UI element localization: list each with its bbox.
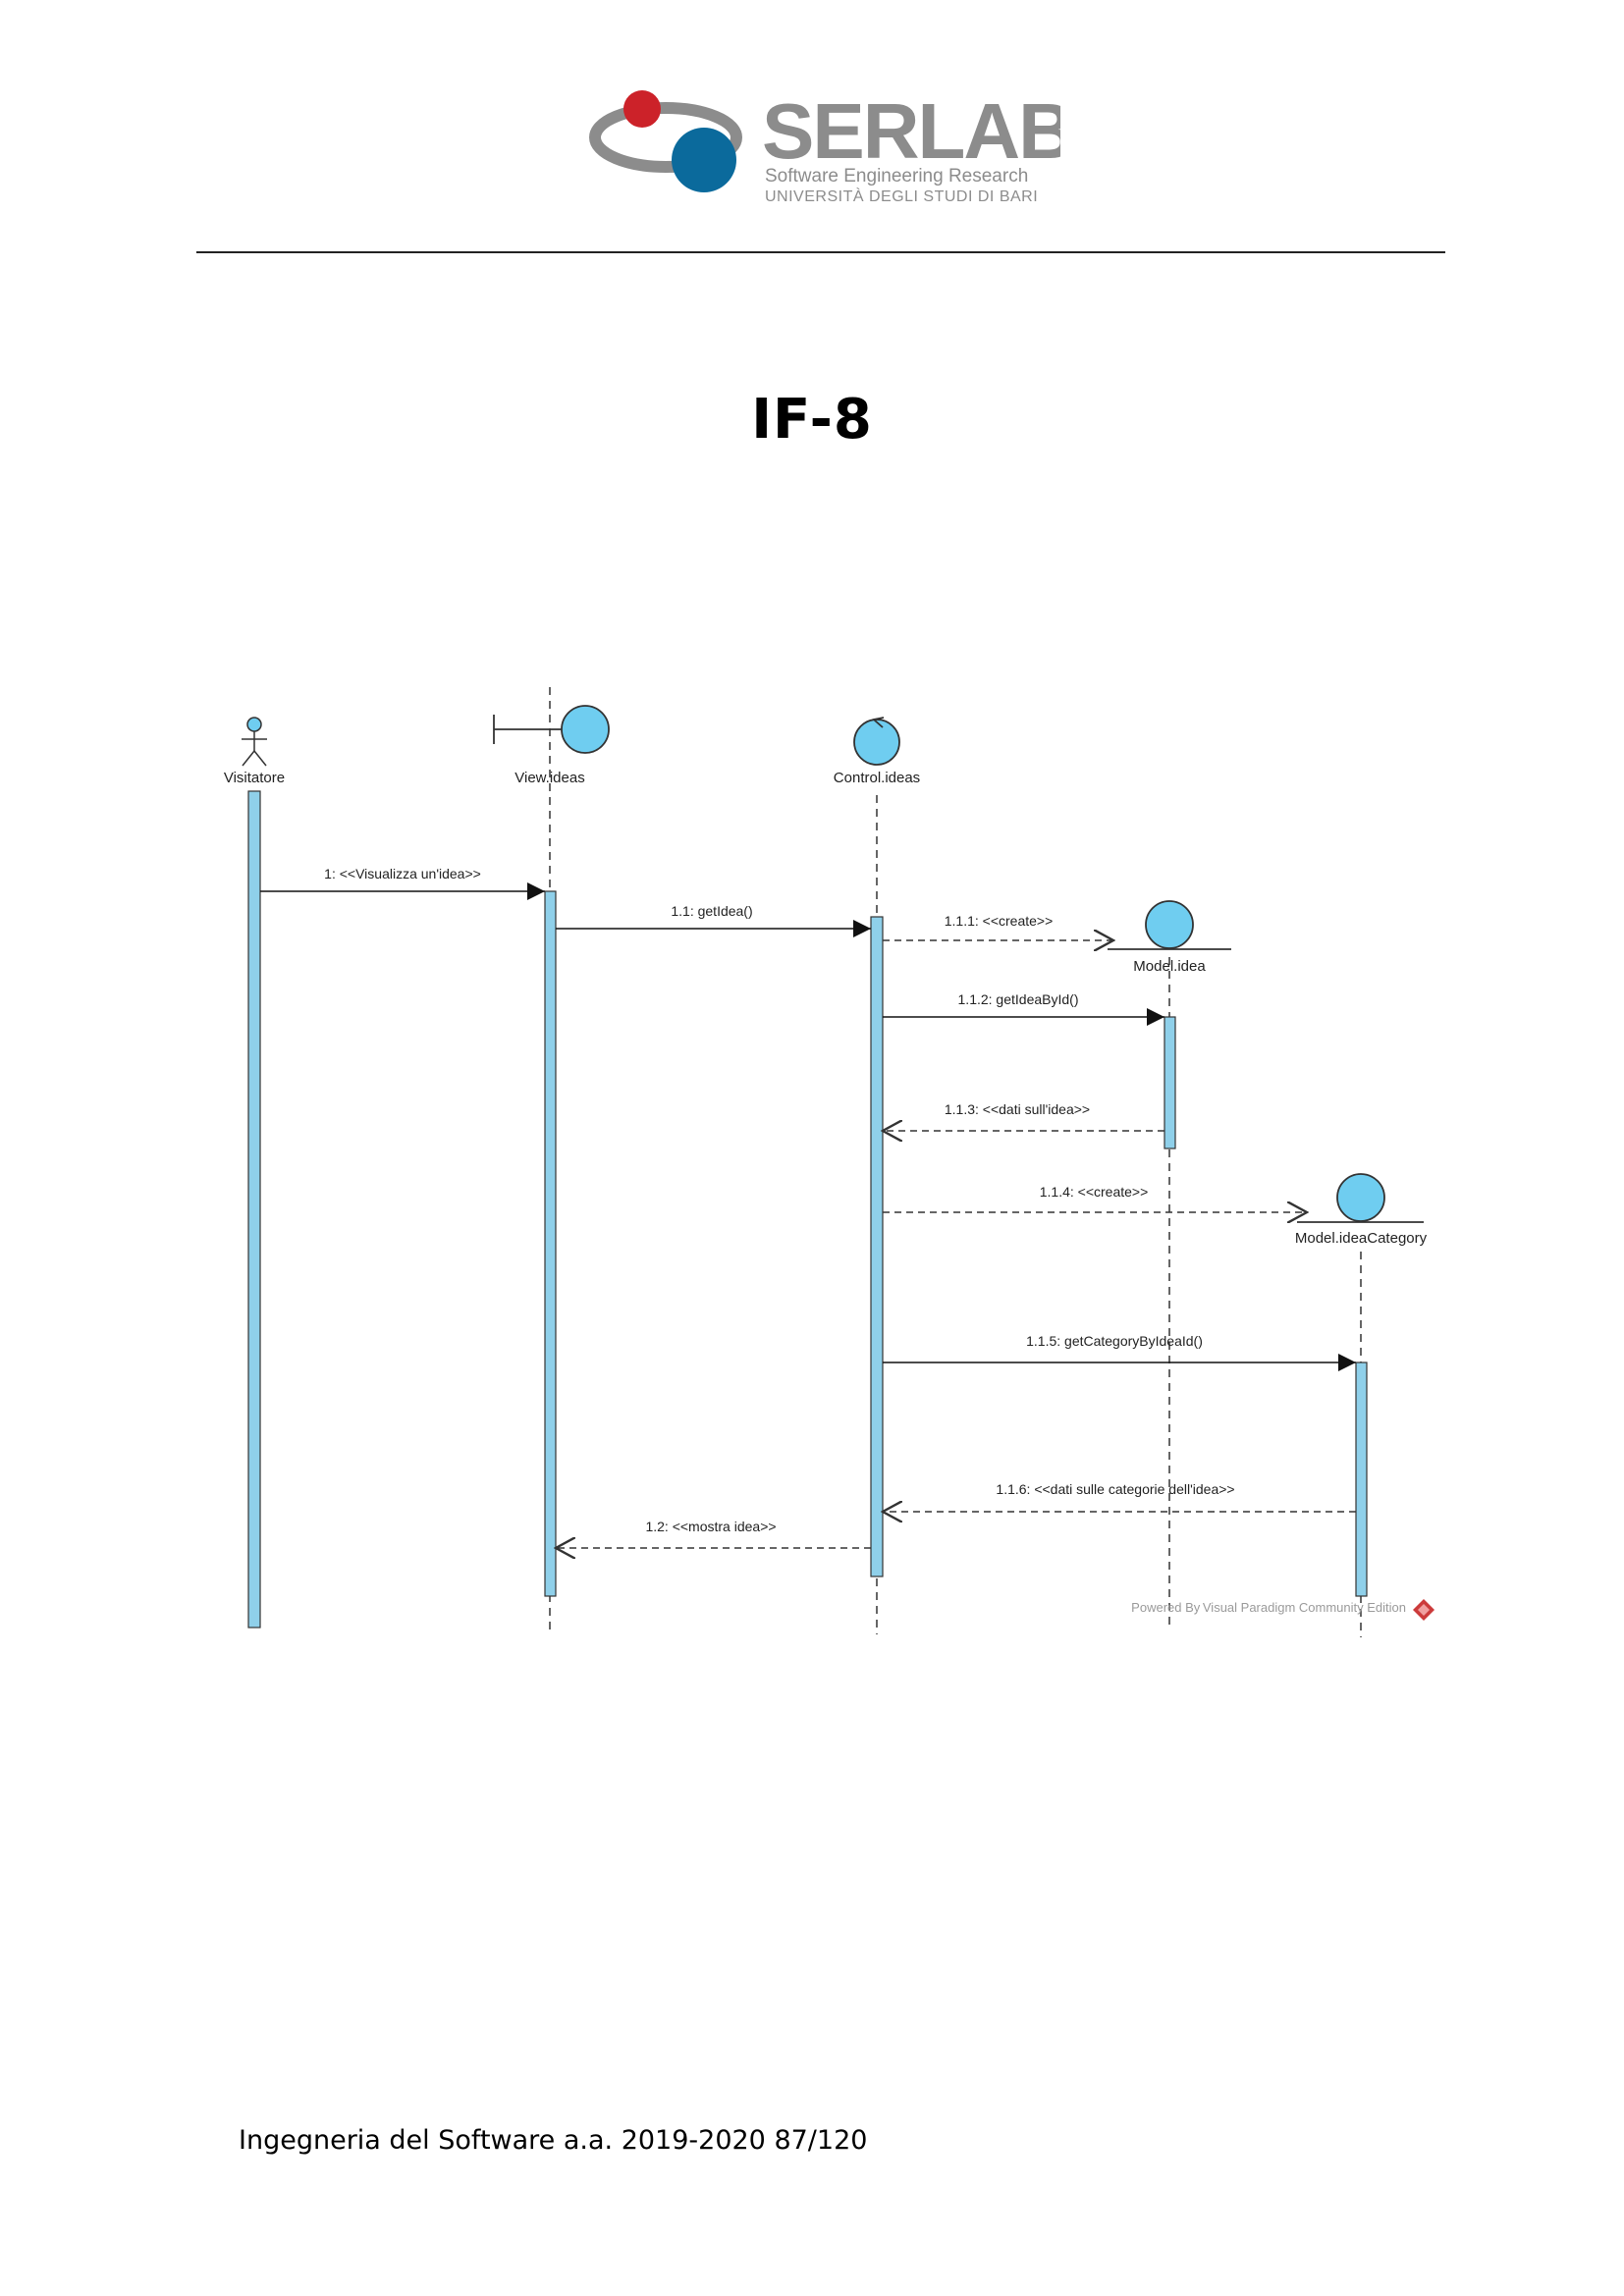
actor-leg-right <box>253 750 267 767</box>
boundary-circle <box>561 705 610 754</box>
actor-head <box>246 717 262 732</box>
entity-circle <box>1145 900 1194 949</box>
message-1-1-5-label: 1.1.5: getCategoryByIdeaId() <box>1026 1333 1203 1349</box>
serlab-logo: SERLAB Software Engineering Research UNI… <box>589 87 1060 205</box>
entity-circle <box>1336 1173 1385 1222</box>
lifeline-head-model-idea-category: Model.ideaCategory <box>1295 1173 1428 1247</box>
lifeline-label-model-idea: Model.idea <box>1133 958 1206 975</box>
logo-subtitle-2: UNIVERSITÀ DEGLI STUDI DI BARI <box>765 187 1038 205</box>
message-1-1: 1.1: getIdea() <box>556 903 871 937</box>
message-1-1-4: 1.1.4: <<create>> <box>883 1184 1307 1212</box>
message-1-1-1-label: 1.1.1: <<create>> <box>945 913 1054 929</box>
activation-model-idea <box>1164 1016 1176 1149</box>
message-1-1-4-label: 1.1.4: <<create>> <box>1040 1184 1149 1200</box>
lifeline-head-control-ideas: Control.ideas <box>834 717 920 786</box>
actor-leg-left <box>242 750 255 767</box>
logo-blue-dot <box>672 128 736 192</box>
message-1-2: 1.2: <<mostra idea>> <box>556 1519 871 1548</box>
lifeline-label-view-ideas: View.ideas <box>514 770 584 786</box>
control-circle <box>853 719 900 766</box>
logo-orbit-ring <box>589 102 742 173</box>
sequence-diagram: Visitatore View.ideas Control.ideas Mode… <box>224 687 1435 1637</box>
lifeline-label-control-ideas: Control.ideas <box>834 770 920 786</box>
message-1-1-6-label: 1.1.6: <<dati sulle categorie dell'idea>… <box>996 1481 1234 1497</box>
visual-paradigm-watermark: Powered By Visual Paradigm Community Edi… <box>1131 1600 1406 1615</box>
message-1-2-label: 1.2: <<mostra idea>> <box>645 1519 776 1534</box>
message-1-1-2: 1.1.2: getIdeaById() <box>883 991 1164 1026</box>
message-1-1-1: 1.1.1: <<create>> <box>883 913 1113 940</box>
activation-view-ideas <box>544 890 557 1597</box>
message-1-1-6: 1.1.6: <<dati sulle categorie dell'idea>… <box>883 1481 1356 1512</box>
lifeline-head-view-ideas: View.ideas <box>493 705 610 786</box>
message-1-1-3: 1.1.3: <<dati sull'idea>> <box>883 1101 1164 1131</box>
header-divider <box>196 251 1445 253</box>
message-1-1-2-label: 1.1.2: getIdeaById() <box>958 991 1079 1007</box>
message-1: 1: <<Visualizza un'idea>> <box>260 866 545 900</box>
activation-visitatore <box>247 790 261 1629</box>
activation-control-ideas <box>870 916 884 1577</box>
lifeline-head-model-idea: Model.idea <box>1108 900 1231 975</box>
visual-paradigm-logo-icon <box>1413 1599 1435 1621</box>
message-1-label: 1: <<Visualizza un'idea>> <box>324 866 481 881</box>
logo-red-dot <box>623 90 661 128</box>
logo-name: SERLAB <box>762 87 1060 175</box>
lifeline-head-visitatore: Visitatore <box>224 717 285 786</box>
lifeline-label-visitatore: Visitatore <box>224 770 285 786</box>
message-1-1-label: 1.1: getIdea() <box>671 903 752 919</box>
message-1-1-3-label: 1.1.3: <<dati sull'idea>> <box>945 1101 1090 1117</box>
page-title: IF-8 <box>751 388 873 452</box>
activation-model-idea-category <box>1355 1362 1368 1597</box>
page-footer: Ingegneria del Software a.a. 2019-2020 8… <box>239 2125 868 2156</box>
logo-subtitle-1: Software Engineering Research <box>765 166 1028 187</box>
message-1-1-5: 1.1.5: getCategoryByIdeaId() <box>883 1333 1356 1371</box>
control-arrow <box>872 717 885 728</box>
lifeline-label-model-idea-category: Model.ideaCategory <box>1295 1230 1428 1247</box>
